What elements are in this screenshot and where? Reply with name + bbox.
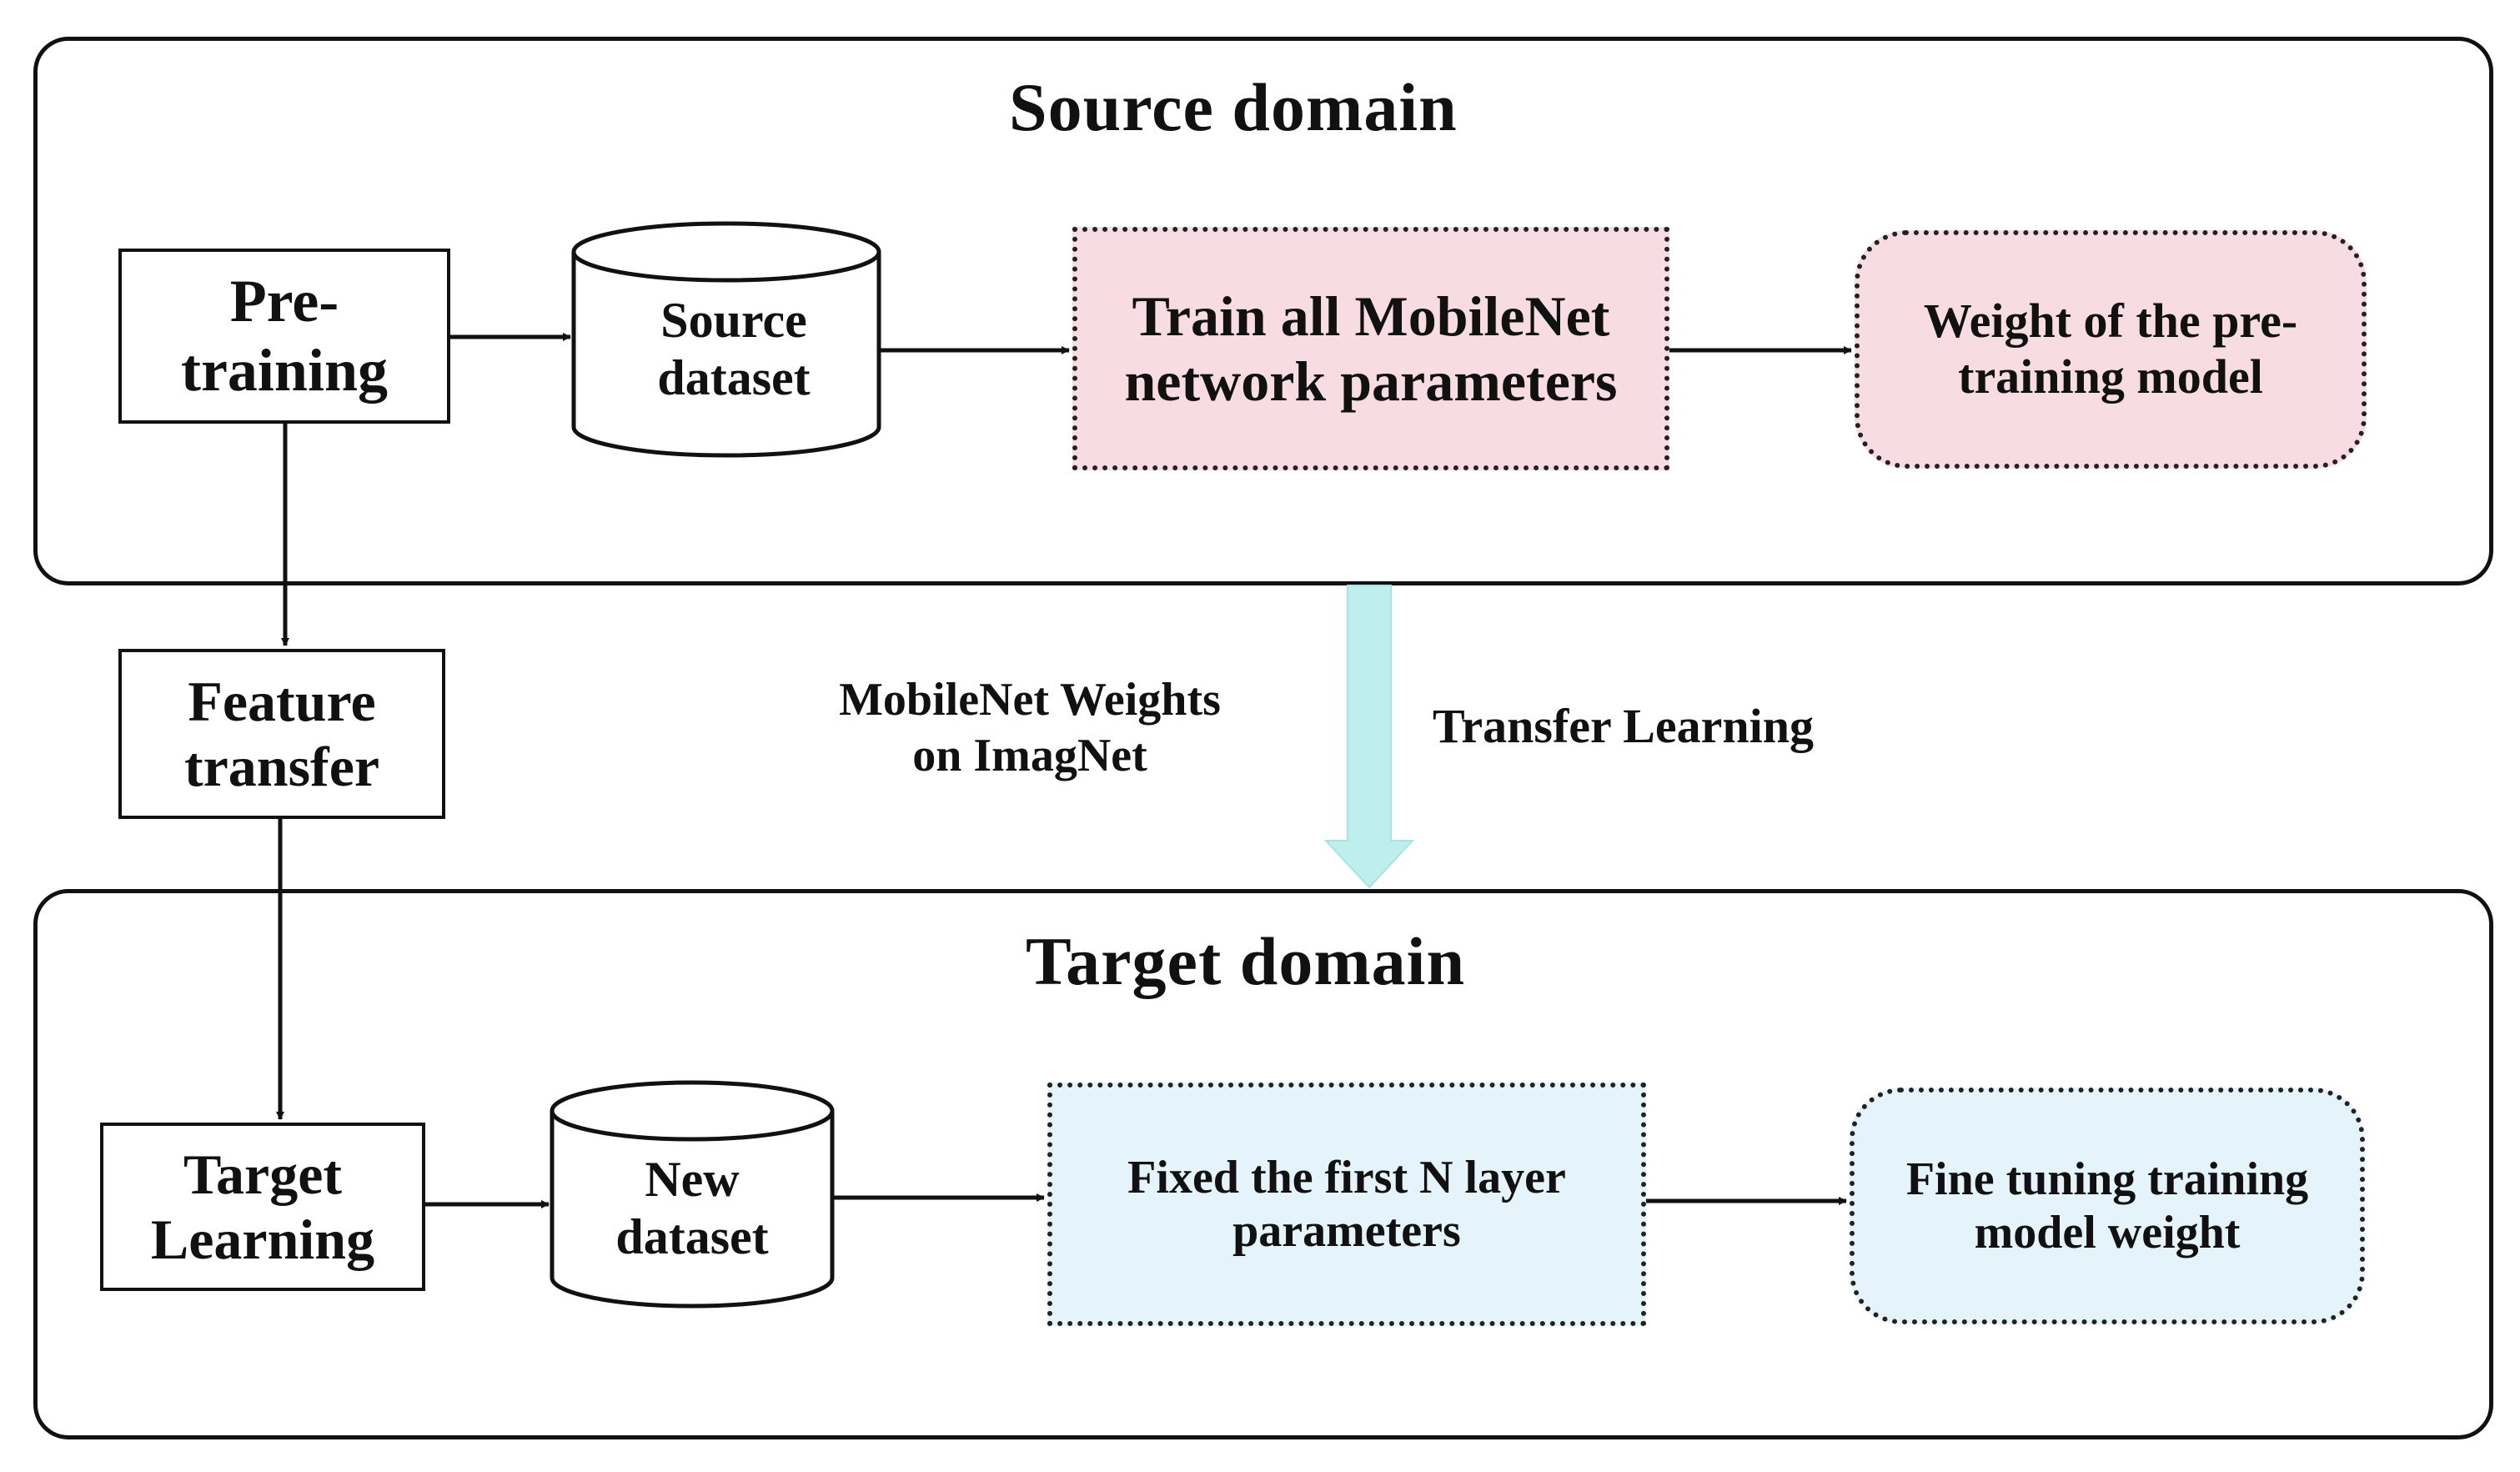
mobilenet-weights-label: MobileNet Weights on ImagNet: [839, 674, 1221, 782]
feature-transfer-label: Feature transfer: [183, 669, 380, 798]
source-dataset-label: Source dataset: [657, 293, 811, 405]
pretraining-weight-label: Weight of the pre- training model: [1923, 294, 2298, 404]
target-learning-box: Target Learning: [100, 1123, 425, 1291]
pretraining-box: Pre- training: [118, 249, 450, 424]
fixed-layers-label: Fixed the first N layer parameters: [1127, 1151, 1566, 1257]
train-all-box: Train all MobileNet network parameters: [1072, 227, 1669, 470]
transfer-learning-arrow: [1323, 585, 1415, 889]
pretraining-weight-box: Weight of the pre- training model: [1855, 230, 2367, 469]
source-domain-title: Source domain: [1009, 69, 1458, 145]
fine-tuning-box: Fine tuning training model weight: [1850, 1088, 2365, 1324]
fixed-layers-box: Fixed the first N layer parameters: [1047, 1083, 1646, 1326]
fine-tuning-label: Fine tuning training model weight: [1905, 1153, 2309, 1258]
feature-transfer-box: Feature transfer: [118, 649, 445, 819]
train-all-label: Train all MobileNet network parameters: [1124, 284, 1618, 413]
new-dataset-label: New dataset: [615, 1152, 769, 1264]
target-domain-title: Target domain: [1026, 923, 1466, 999]
transfer-learning-label: Transfer Learning: [1433, 699, 1815, 753]
target-learning-label: Target Learning: [150, 1142, 375, 1271]
pretraining-label: Pre- training: [180, 268, 389, 404]
